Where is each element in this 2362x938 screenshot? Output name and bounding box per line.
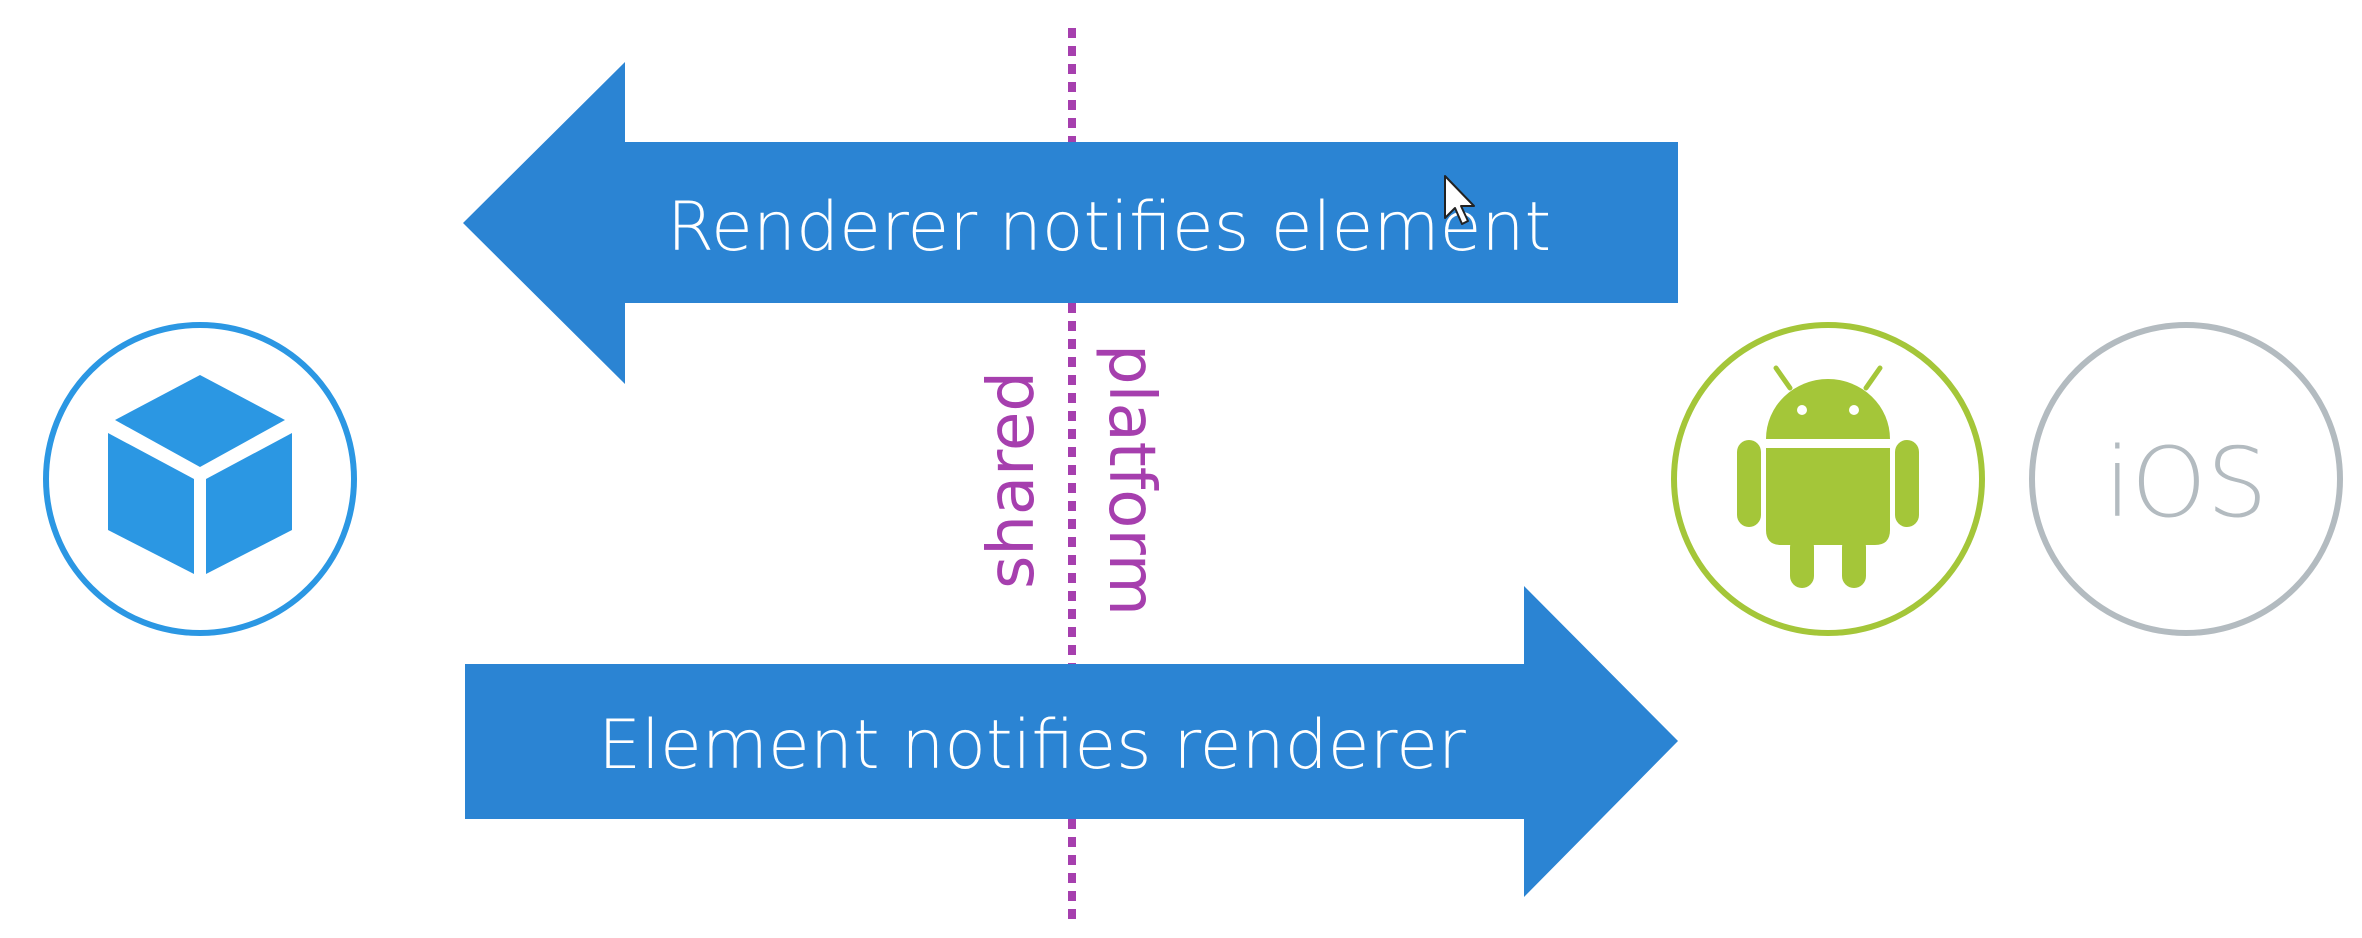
top-arrow: Renderer notifies element — [463, 62, 1678, 384]
shared-label: shared — [975, 371, 1049, 589]
platform-label: platform — [1094, 344, 1168, 616]
android-icon-circle — [1671, 322, 1985, 636]
divider: shared platform — [975, 28, 1168, 920]
mouse-pointer-icon — [1444, 175, 1475, 225]
ios-icon-circle — [2029, 322, 2343, 636]
bottom-arrow-label: Element notifies renderer — [598, 706, 1466, 785]
android-icon — [1737, 365, 1919, 588]
android-icon-group — [1671, 322, 1985, 636]
shared-icon-group — [43, 322, 357, 636]
top-arrow-shape — [463, 62, 1678, 384]
ios-icon: iOS — [2104, 427, 2267, 539]
top-arrow-label: Renderer notifies element — [667, 188, 1551, 267]
cube-icon — [108, 375, 292, 574]
bottom-arrow-shape — [465, 586, 1678, 897]
shared-icon-circle — [43, 322, 357, 636]
bottom-arrow: Element notifies renderer — [465, 586, 1678, 897]
ios-icon-group: iOS — [2029, 322, 2343, 636]
